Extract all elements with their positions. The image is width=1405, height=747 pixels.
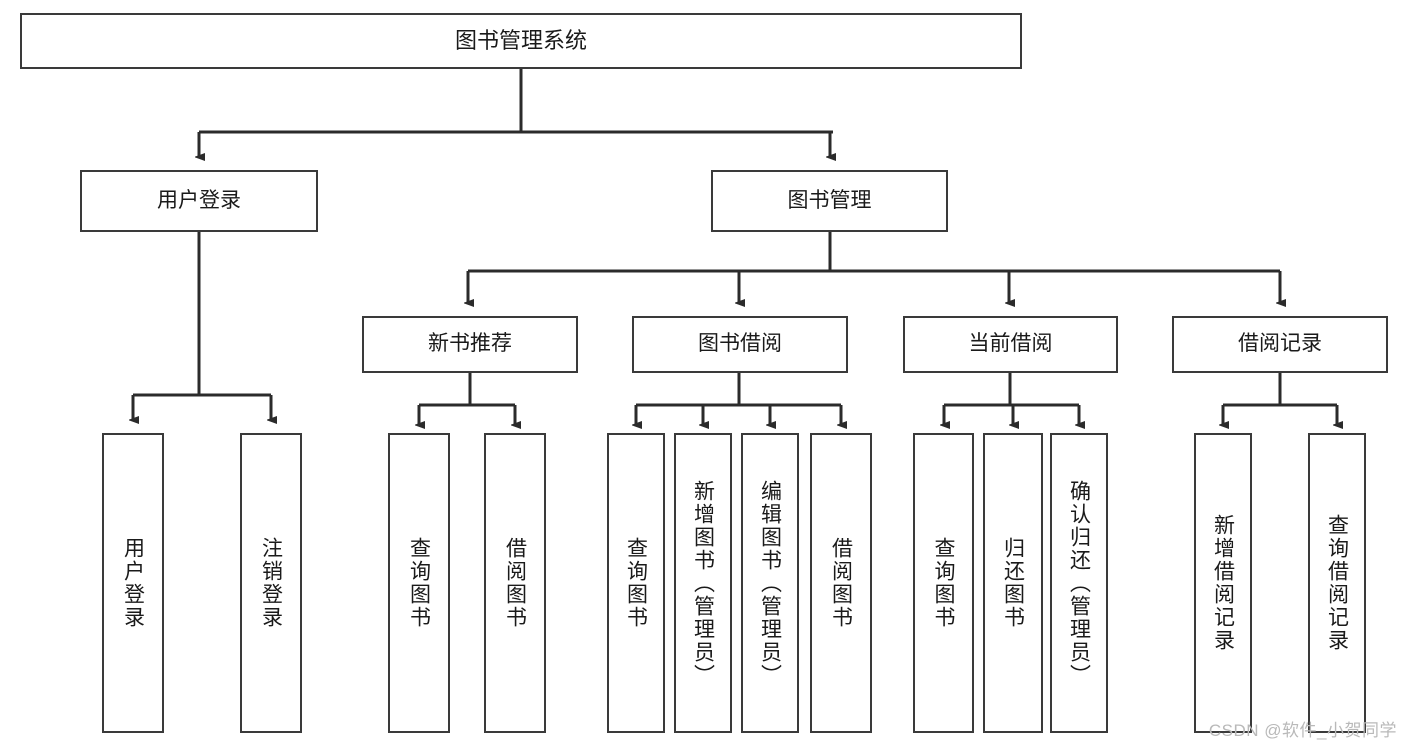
- node-leaf-confirm-return-admin-label: 确认归还（管理员）: [1067, 479, 1091, 687]
- node-new-book-recommend-label: 新书推荐: [428, 332, 512, 356]
- node-leaf-query-borrow-record-label: 查询借阅记录: [1325, 514, 1349, 652]
- node-leaf-borrow-book[interactable]: 借阅图书: [810, 433, 872, 733]
- node-leaf-return-book[interactable]: 归还图书: [983, 433, 1043, 733]
- node-book-borrow[interactable]: 图书借阅: [632, 316, 848, 373]
- node-leaf-add-book-admin[interactable]: 新增图书（管理员）: [674, 433, 732, 733]
- node-root-label: 图书管理系统: [454, 28, 587, 54]
- csdn-watermark: CSDN @软件_小贺同学: [1208, 721, 1397, 740]
- node-leaf-user-login-label: 用户登录: [121, 537, 145, 629]
- node-leaf-add-borrow-record[interactable]: 新增借阅记录: [1194, 433, 1252, 733]
- node-book-management[interactable]: 图书管理: [711, 170, 948, 232]
- node-user-login[interactable]: 用户登录: [80, 170, 318, 232]
- node-leaf-logout-label: 注销登录: [259, 537, 283, 629]
- node-leaf-query-book-current[interactable]: 查询图书: [913, 433, 974, 733]
- node-borrow-record-label: 借阅记录: [1238, 332, 1322, 356]
- node-leaf-confirm-return-admin[interactable]: 确认归还（管理员）: [1050, 433, 1108, 733]
- node-current-borrow[interactable]: 当前借阅: [903, 316, 1118, 373]
- node-leaf-logout[interactable]: 注销登录: [240, 433, 302, 733]
- node-new-book-recommend[interactable]: 新书推荐: [362, 316, 578, 373]
- node-leaf-borrow-book-label: 借阅图书: [829, 537, 853, 629]
- node-leaf-query-book-borrow-label: 查询图书: [624, 537, 648, 629]
- node-leaf-query-book-recommend[interactable]: 查询图书: [388, 433, 450, 733]
- node-current-borrow-label: 当前借阅: [968, 332, 1053, 356]
- node-leaf-edit-book-admin[interactable]: 编辑图书（管理员）: [741, 433, 799, 733]
- node-leaf-edit-book-admin-label: 编辑图书（管理员）: [758, 479, 782, 687]
- node-leaf-query-borrow-record[interactable]: 查询借阅记录: [1308, 433, 1366, 733]
- node-leaf-add-book-admin-label: 新增图书（管理员）: [691, 479, 715, 687]
- node-borrow-record[interactable]: 借阅记录: [1172, 316, 1388, 373]
- node-leaf-add-borrow-record-label: 新增借阅记录: [1211, 514, 1235, 652]
- node-leaf-query-book-recommend-label: 查询图书: [407, 537, 431, 629]
- node-leaf-query-book-current-label: 查询图书: [932, 537, 955, 629]
- node-book-management-label: 图书管理: [787, 188, 872, 212]
- node-leaf-return-book-label: 归还图书: [1001, 537, 1025, 629]
- node-leaf-user-login[interactable]: 用户登录: [102, 433, 164, 733]
- node-leaf-borrow-book-recommend-label: 借阅图书: [503, 537, 527, 629]
- node-leaf-query-book-borrow[interactable]: 查询图书: [607, 433, 665, 733]
- node-root[interactable]: 图书管理系统: [20, 13, 1022, 69]
- node-leaf-borrow-book-recommend[interactable]: 借阅图书: [484, 433, 546, 733]
- node-book-borrow-label: 图书借阅: [698, 332, 782, 356]
- node-user-login-label: 用户登录: [157, 188, 241, 212]
